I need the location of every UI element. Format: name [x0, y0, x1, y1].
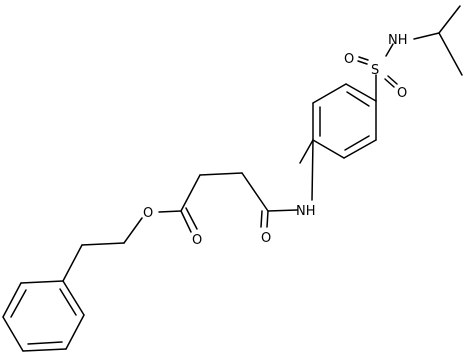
bond-o-ch2	[123, 217, 143, 244]
bond-s-o-right-a	[387, 75, 398, 85]
bond-ph-inner-1	[10, 289, 27, 318]
bond-ring-inner-3	[344, 135, 370, 151]
bond-chain-3	[180, 174, 201, 212]
label-amide-o: O	[261, 231, 271, 246]
bond-ring-nh	[299, 139, 314, 164]
bond-ph-6	[62, 280, 85, 316]
label-sulfonyl-o-right: O	[397, 86, 407, 101]
bond-ph-1	[20, 280, 64, 284]
bond-nh-c	[267, 209, 298, 212]
bond-ester-co-b	[185, 207, 198, 230]
bond-amide-co-a	[266, 210, 269, 228]
bond-ph-5	[65, 314, 85, 350]
bond-ch2-ph	[62, 244, 83, 282]
bond-n-s	[385, 43, 394, 57]
bond-ester-co-a	[180, 210, 192, 233]
bond-ph-3	[2, 316, 24, 352]
bond-ch2-ch2	[81, 242, 125, 246]
label-ester-o-double: O	[192, 233, 202, 248]
bond-ring-2	[312, 83, 347, 104]
bond-ph-inner-3	[59, 288, 77, 316]
bond-ring-inner-1	[346, 91, 370, 107]
bond-ring-1	[345, 83, 377, 102]
bond-ring-nh-b	[311, 139, 314, 201]
bond-ph-inner-2	[27, 341, 63, 345]
bond-ipr-c1	[413, 32, 440, 40]
bond-chain-1	[241, 172, 269, 212]
bond-ring-5	[343, 139, 377, 159]
label-ester-o-single: O	[143, 206, 153, 221]
bond-ipr-c2	[438, 5, 461, 34]
bond-ipr-c3	[438, 32, 463, 76]
bond-ester-c-o	[158, 210, 182, 213]
bond-s-o-left-a	[358, 56, 369, 61]
bond-ph-2	[2, 282, 22, 318]
label-amide-nh: NH	[296, 204, 316, 219]
bond-s-o-left-b	[357, 60, 368, 65]
label-sulfonyl-o-left: O	[344, 52, 354, 67]
bond-ph-4	[22, 348, 67, 352]
atom-labels: NH S O O NH O O O	[143, 33, 408, 248]
bond-chain-2	[199, 172, 243, 176]
bond-amide-co-b	[260, 210, 263, 228]
bond-s-o-right-b	[384, 78, 395, 88]
label-sulfonamide-nh: NH	[388, 33, 408, 48]
label-sulfur: S	[371, 63, 379, 78]
bond-ring-4	[312, 139, 345, 159]
bonds	[2, 5, 463, 352]
